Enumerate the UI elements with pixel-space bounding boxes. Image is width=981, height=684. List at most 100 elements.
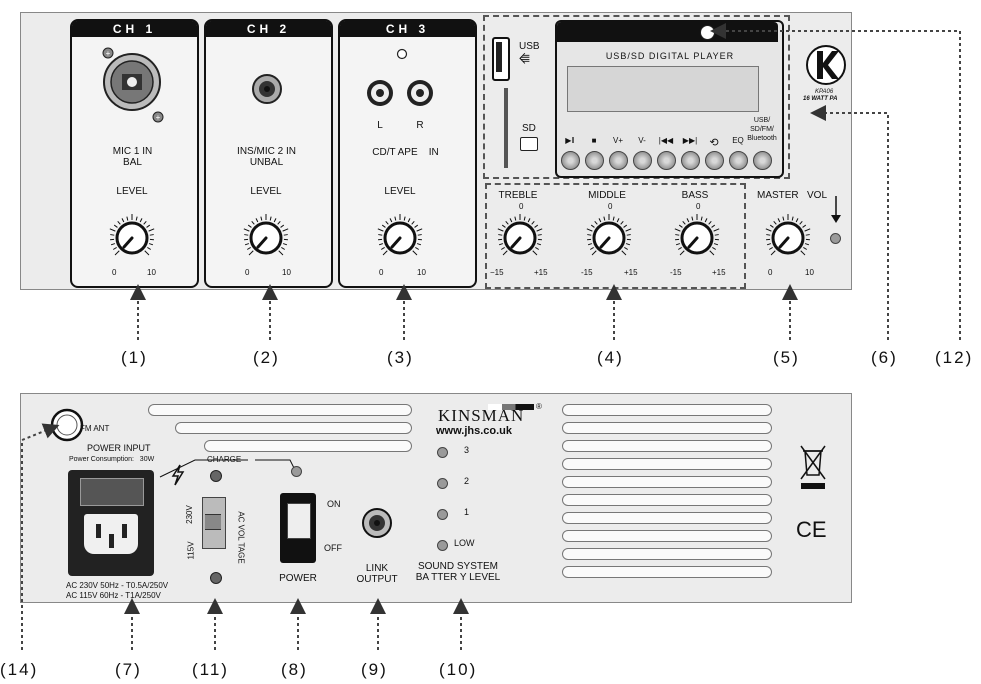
btn-label-repeat: ⟲ — [709, 137, 719, 149]
fm-ant-label: FM ANT — [80, 424, 110, 433]
callout-14: (14) — [0, 660, 39, 679]
usb-port-slot — [496, 42, 502, 72]
callout-2: (2) — [253, 348, 280, 367]
middle-max: +15 — [624, 268, 638, 277]
iec-pin — [96, 524, 101, 538]
ce-mark: CE — [796, 517, 827, 542]
fm-antenna-socket[interactable] — [50, 408, 84, 442]
bass-max: +15 — [712, 268, 726, 277]
channel-1-min: 0 — [112, 268, 117, 277]
vent-slot — [562, 404, 772, 416]
eq-button[interactable] — [729, 151, 748, 170]
channel-2-header: CH 2 — [206, 21, 331, 37]
channel-3-level-knob[interactable] — [375, 213, 425, 263]
play-pause-button[interactable] — [561, 151, 580, 170]
channel-1-max: 10 — [147, 268, 156, 277]
voltage-selector-slider — [205, 514, 221, 530]
battery-level-label: SOUND SYSTEM BA TTER Y LEVEL — [415, 561, 501, 583]
vent-slot — [562, 548, 772, 560]
treble-label: TREBLE — [498, 190, 538, 201]
volume-down-button[interactable] — [633, 151, 652, 170]
screw-icon — [210, 470, 222, 482]
brand-name: KINSMAN — [438, 406, 525, 425]
power-switch-rocker — [287, 503, 311, 539]
btn-label-next: ▶▶| — [682, 136, 698, 145]
volume-up-button[interactable] — [609, 151, 628, 170]
channel-2-level-label: LEVEL — [250, 186, 282, 197]
link-output-jack[interactable] — [360, 506, 394, 540]
battery-led-2 — [437, 478, 448, 489]
vent-slot — [562, 422, 772, 434]
screw-icon — [210, 572, 222, 584]
callout-6: (6) — [871, 348, 898, 367]
charge-led — [291, 466, 302, 477]
battery-level-3-label: 3 — [464, 445, 470, 455]
clip-led — [830, 233, 841, 244]
treble-max: +15 — [534, 268, 548, 277]
power-input-label: POWER INPUT — [87, 443, 151, 453]
power-consumption-label: Power Consumption: 30W — [69, 456, 155, 463]
rca-jack-left[interactable] — [365, 78, 395, 108]
xlr-combo-jack[interactable]: + + — [95, 42, 169, 132]
callout-3: (3) — [387, 348, 414, 367]
usb-label: USB — [519, 41, 540, 52]
vent-slot — [562, 476, 772, 488]
player-divider — [504, 88, 508, 168]
callout-7: (7) — [115, 660, 142, 679]
bass-knob[interactable] — [672, 213, 722, 263]
master-min: 0 — [768, 268, 773, 277]
callout-10: (10) — [439, 660, 478, 679]
callout-11: (11) — [192, 660, 229, 679]
treble-knob[interactable] — [495, 213, 545, 263]
iec-pin — [122, 524, 127, 538]
bass-center: 0 — [696, 202, 701, 211]
previous-button[interactable] — [657, 151, 676, 170]
jack-socket-icon[interactable] — [250, 72, 284, 106]
channel-3-indicator-led — [396, 48, 408, 60]
battery-level-2-label: 2 — [464, 476, 470, 486]
player-section — [483, 15, 790, 179]
registered-mark: ® — [536, 402, 542, 411]
treble-min: −15 — [490, 268, 504, 277]
vent-slot — [562, 566, 772, 578]
svg-text:+: + — [106, 49, 111, 58]
master-volume-knob[interactable] — [763, 213, 813, 263]
vent-slot — [562, 440, 772, 452]
switch-off-label: OFF — [324, 543, 342, 553]
website-label: www.jhs.co.uk — [436, 425, 512, 437]
mode-button[interactable] — [753, 151, 772, 170]
master-volume-label: MASTER VOL — [756, 190, 827, 201]
fuse-holder[interactable] — [80, 478, 144, 506]
rca-jack-right[interactable] — [405, 78, 435, 108]
channel-3-level-label: LEVEL — [384, 186, 416, 197]
btn-label-eq: EQ — [732, 136, 744, 145]
vent-slot — [175, 422, 412, 434]
battery-led-1 — [437, 509, 448, 520]
rca-left-label: L — [377, 120, 383, 131]
channel-2-level-knob[interactable] — [241, 213, 291, 263]
battery-led-3 — [437, 447, 448, 458]
channel-1-level-label: LEVEL — [116, 186, 148, 197]
btn-label-stop: ■ — [591, 136, 597, 145]
btn-label-vol-up: V+ — [612, 136, 623, 145]
callout-5: (5) — [773, 348, 800, 367]
sd-slot[interactable] — [520, 137, 538, 151]
brand-stripe — [488, 404, 534, 410]
callout-8: (8) — [281, 660, 308, 679]
channel-3-header: CH 3 — [340, 21, 475, 37]
rating-label-115v: AC 115V 60Hz - T1A/250V — [66, 591, 161, 600]
middle-knob[interactable] — [584, 213, 634, 263]
link-output-label: LINK OUTPUT — [356, 563, 398, 585]
power-rating-label: 16 WATT PA — [803, 96, 838, 102]
channel-2-max: 10 — [282, 268, 291, 277]
switch-on-label: ON — [327, 499, 341, 509]
next-button[interactable] — [681, 151, 700, 170]
channel-1-level-knob[interactable] — [107, 213, 157, 263]
high-voltage-icon — [171, 464, 185, 486]
charge-label: CHARGE — [207, 455, 242, 464]
svg-text:+: + — [156, 113, 161, 122]
player-title: USB/SD DIGITAL PLAYER — [605, 51, 735, 61]
channel-2-min: 0 — [245, 268, 250, 277]
stop-button[interactable] — [585, 151, 604, 170]
repeat-button[interactable] — [705, 151, 724, 170]
